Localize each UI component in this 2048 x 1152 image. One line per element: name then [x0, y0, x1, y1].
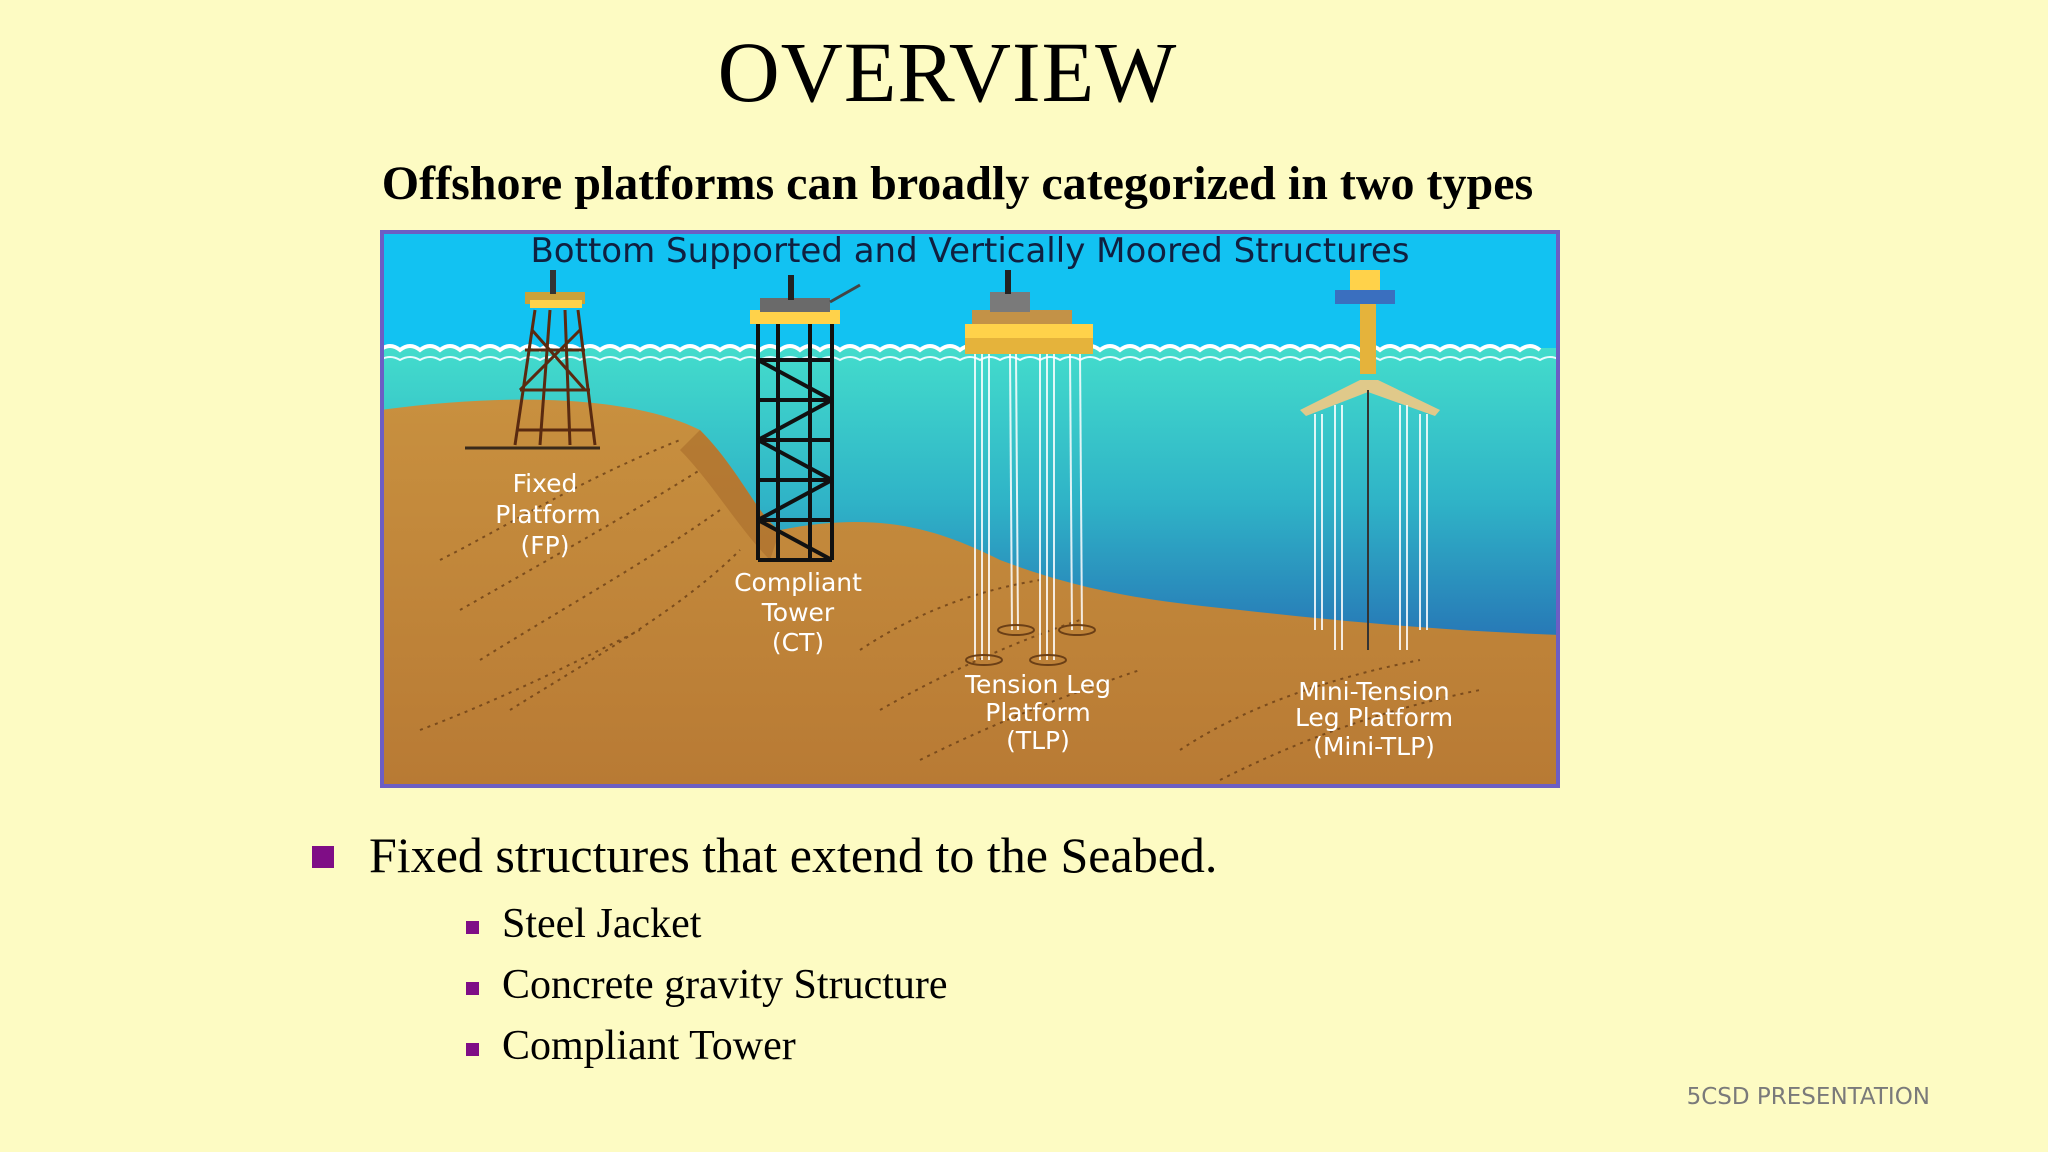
- bullet-fixed-structures: Fixed structures that extend to the Seab…: [312, 826, 1217, 884]
- compliant-tower-icon: [750, 275, 861, 562]
- label-ct-line3: (CT): [772, 628, 824, 657]
- label-fp-line2: Platform: [495, 500, 600, 529]
- footer-label: 5CSD PRESENTATION: [1686, 1084, 1930, 1110]
- sub-bullet-text: Compliant Tower: [502, 1023, 796, 1069]
- sub-bullet-square-icon: [466, 920, 479, 934]
- wave-line: [380, 344, 1542, 353]
- sub-bullet-concrete-gravity: Concrete gravity Structure: [466, 961, 948, 1009]
- seabed: [380, 399, 1560, 788]
- sub-bullet-text: Concrete gravity Structure: [502, 962, 948, 1008]
- figure-border: [380, 230, 1560, 788]
- label-mtlp-line2: Leg Platform: [1295, 703, 1453, 732]
- label-tlp-line1: Tension Leg: [964, 670, 1111, 699]
- seabed-contours: [419, 439, 1481, 781]
- figure-banner: Bottom Supported and Vertically Moored S…: [530, 231, 1409, 271]
- illustration-svg: Bottom Supported and Vertically Moored S…: [380, 230, 1560, 788]
- label-ct-line1: Compliant: [734, 568, 862, 597]
- sub-bullet-square-icon: [466, 1042, 479, 1056]
- sub-bullet-compliant-tower: Compliant Tower: [466, 1022, 796, 1070]
- platform-labels: Fixed Platform (FP) Compliant Tower (CT)…: [495, 469, 1453, 761]
- bullet-main-text: Fixed structures that extend to the Seab…: [369, 827, 1218, 883]
- bullet-square-icon: [312, 846, 334, 868]
- label-tlp-line2: Platform: [985, 698, 1090, 727]
- label-fp-line1: Fixed: [513, 469, 578, 498]
- label-mtlp-line1: Mini-Tension: [1298, 677, 1449, 706]
- label-ct-line2: Tower: [761, 598, 835, 627]
- label-tlp-line3: (TLP): [1006, 726, 1070, 755]
- fixed-platform-icon: [465, 270, 600, 450]
- sub-bullet-square-icon: [466, 981, 479, 995]
- slope-shadow: [680, 430, 780, 560]
- slide-title: OVERVIEW: [717, 24, 1178, 120]
- offshore-platforms-illustration: Bottom Supported and Vertically Moored S…: [380, 230, 1560, 788]
- label-mtlp-line3: (Mini-TLP): [1313, 732, 1435, 761]
- mini-tlp-icon: [1300, 270, 1440, 650]
- slide-subtitle: Offshore platforms can broadly categoriz…: [381, 157, 1534, 210]
- tension-leg-platform-icon: [965, 270, 1096, 666]
- sub-bullet-steel-jacket: Steel Jacket: [466, 900, 701, 948]
- label-fp-line3: (FP): [521, 531, 570, 560]
- sub-bullet-text: Steel Jacket: [502, 901, 702, 947]
